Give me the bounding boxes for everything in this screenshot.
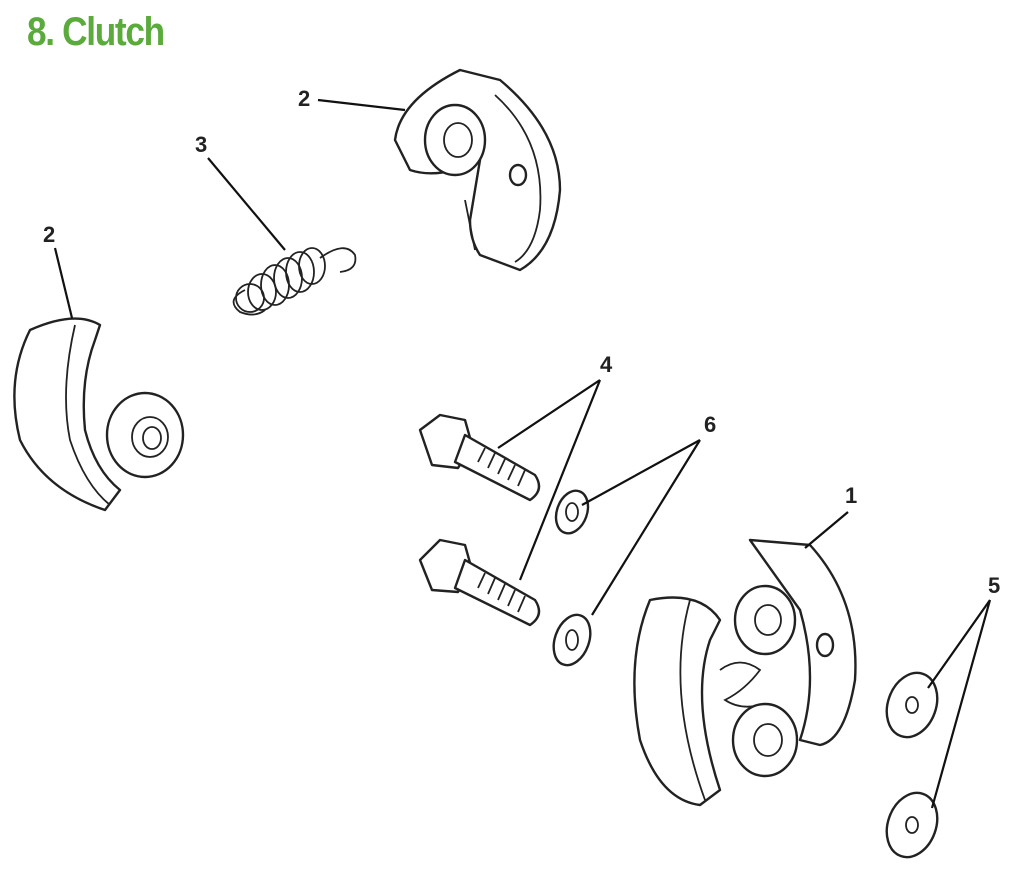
lock-washer-lower	[552, 613, 592, 667]
callout-5: 5	[988, 573, 1000, 598]
callout-4: 4	[600, 352, 613, 377]
washer-lower	[885, 791, 939, 859]
diagram-title: 8. Clutch	[27, 10, 165, 54]
clutch-shoe-top	[393, 68, 562, 272]
clutch-assembly	[633, 538, 857, 807]
callout-1: 1	[845, 483, 857, 508]
washer-upper	[885, 671, 939, 739]
bolt-lower	[418, 538, 541, 627]
callout-3: 3	[195, 132, 207, 157]
lock-washer-upper	[554, 489, 590, 535]
leader-lines	[53, 98, 992, 809]
clutch-spring	[232, 247, 357, 316]
clutch-shoe-left	[13, 317, 185, 512]
callout-2-top: 2	[298, 86, 310, 111]
callout-2-left: 2	[43, 222, 55, 247]
bolt-upper	[418, 413, 541, 502]
callout-6: 6	[704, 412, 716, 437]
